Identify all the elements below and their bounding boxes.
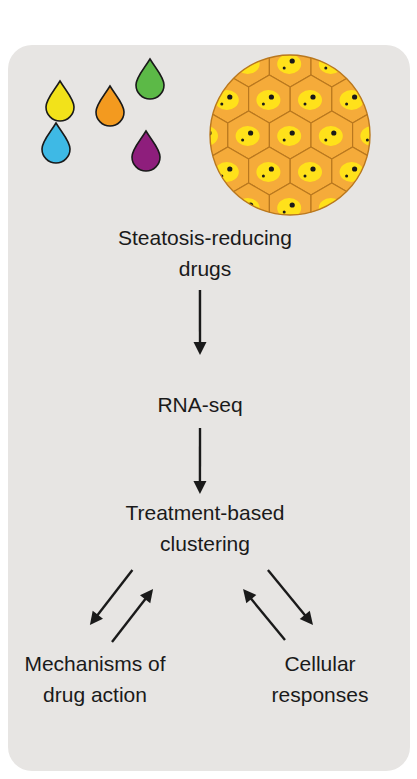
orange-droplet (96, 86, 124, 126)
arrow-head (90, 611, 103, 625)
arrow-head (193, 481, 206, 494)
hepatocyte (373, 147, 415, 195)
arrow-head (300, 611, 313, 625)
start-label: Steatosis-reducing drugs (100, 222, 310, 284)
arrow-head (193, 342, 206, 355)
cluster-outline (210, 55, 370, 215)
purple-droplet (132, 131, 160, 171)
arrow-line (97, 570, 133, 616)
flow-arrow (193, 428, 206, 494)
node-text: Mechanisms of drug action (10, 648, 180, 710)
green-droplet (136, 59, 164, 99)
process-label: RNA-seq (140, 386, 260, 422)
hepatocyte (353, 183, 395, 231)
arrow-line (199, 290, 201, 344)
hepatocyte (373, 75, 415, 123)
arrow-line (250, 597, 285, 640)
node-text: Treatment-based clustering (95, 497, 315, 559)
arrow-line (268, 570, 306, 616)
arrow-head (243, 589, 256, 603)
node-text: Steatosis-reducing drugs (100, 222, 310, 284)
hepatocyte (269, 183, 311, 231)
hepatocyte (186, 183, 228, 231)
flow-arrow (193, 290, 206, 355)
arrow-head (140, 589, 153, 603)
drug-droplets (42, 59, 164, 171)
arrow-line (199, 428, 201, 483)
yellow-droplet (46, 81, 74, 121)
flow-arrow (90, 570, 132, 625)
node-text: Cellular responses (250, 648, 390, 710)
flow-arrow (112, 589, 153, 642)
hepatocyte (353, 39, 395, 87)
cyan-droplet (42, 123, 70, 163)
hepatocyte-cluster (165, 39, 415, 231)
flow-arrow (243, 589, 285, 640)
hepatocyte (165, 75, 207, 123)
hepatocyte (311, 183, 353, 231)
outcome-label: Cellular responses (250, 648, 390, 710)
hepatocyte (228, 183, 270, 231)
outcome-label: Mechanisms of drug action (10, 648, 180, 710)
flow-arrow (268, 570, 313, 625)
arrow-line (112, 598, 146, 642)
node-text: RNA-seq (157, 389, 242, 420)
process-label: Treatment-based clustering (95, 497, 315, 559)
hepatocyte (186, 39, 228, 87)
hepatocyte (165, 147, 207, 195)
panel-background (8, 45, 410, 771)
